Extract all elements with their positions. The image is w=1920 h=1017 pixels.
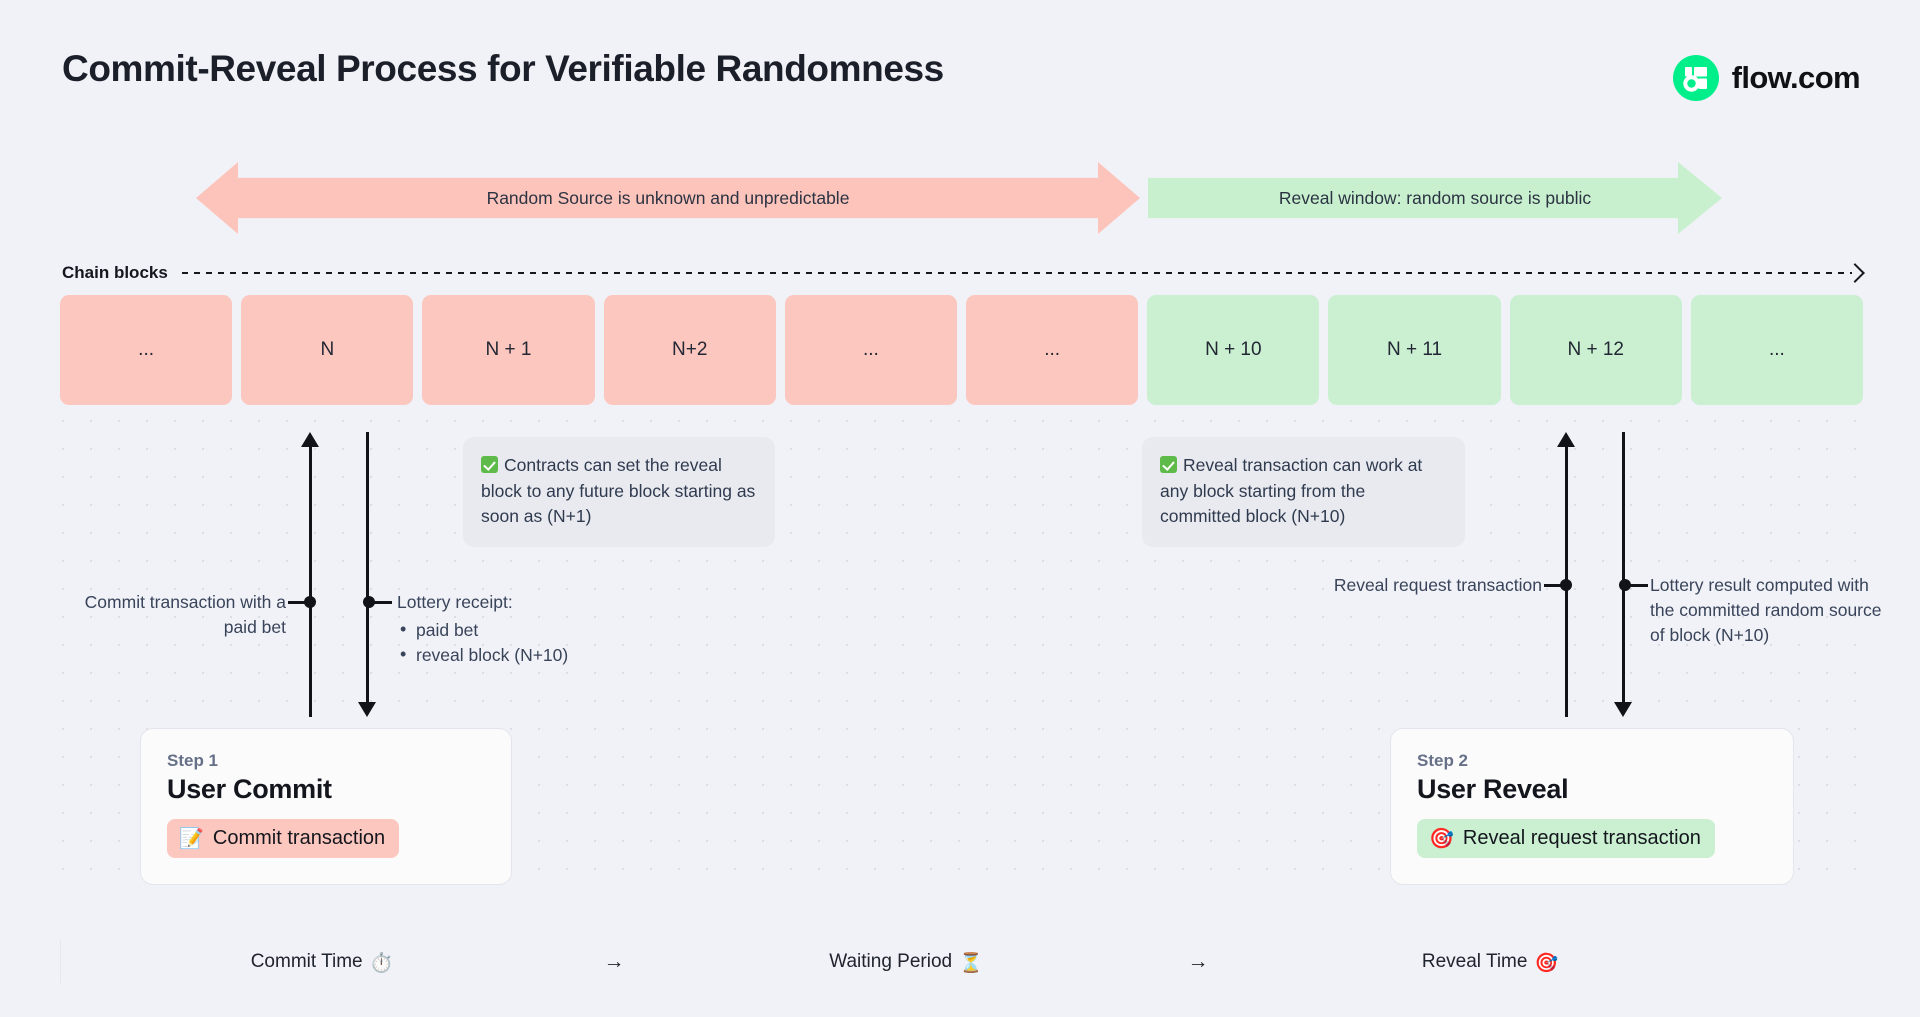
- result-arrow-line: [1622, 432, 1625, 702]
- block-4: ...: [784, 295, 958, 405]
- block-label: N+2: [672, 339, 708, 360]
- receipt-arrow-down-icon: [358, 702, 376, 717]
- timeline-band: Commit Time ⏱️ → Waiting Period ⏳ → Reve…: [60, 930, 1862, 994]
- block-label: N + 12: [1567, 339, 1624, 360]
- block-5: ...: [966, 295, 1139, 405]
- block-label: N: [320, 339, 335, 360]
- phase-arrows: Random Source is unknown and unpredictab…: [196, 162, 1722, 234]
- page-title: Commit-Reveal Process for Verifiable Ran…: [62, 48, 944, 89]
- block-label: ...: [862, 339, 879, 360]
- step-2-title: User Reveal: [1417, 774, 1569, 804]
- phase-unknown: Random Source is unknown and unpredictab…: [196, 162, 1140, 234]
- result-arrow-dot: [1619, 579, 1631, 591]
- block-label: ...: [1769, 339, 1785, 360]
- lottery-receipt-annotation: Lottery receipt: paid bet reveal block (…: [397, 590, 697, 668]
- block-0: ...: [60, 295, 233, 405]
- timeline-commit-label: Commit Time: [250, 951, 363, 972]
- block-6: N + 10: [1147, 295, 1320, 405]
- timeline-item-reveal: Reveal Time 🎯: [1228, 951, 1752, 974]
- step-1-label: Step 1: [167, 751, 219, 770]
- timeline-item-commit: Commit Time ⏱️: [60, 951, 584, 974]
- brand-name: flow.com: [1731, 60, 1861, 95]
- target-icon: 🎯: [1534, 951, 1559, 974]
- timeline-waiting-label: Waiting Period: [829, 951, 953, 972]
- block-label: N + 1: [485, 339, 532, 360]
- block-label: N + 11: [1386, 339, 1443, 360]
- flow-logo-icon: [1672, 55, 1719, 101]
- reveal-request-pill[interactable]: 🎯 Reveal request transaction: [1417, 819, 1715, 858]
- target-icon: 🎯: [1429, 826, 1454, 850]
- check-icon: [481, 456, 498, 473]
- phase-reveal: Reveal window: random source is public: [1148, 162, 1722, 234]
- step-1-title: User Commit: [167, 774, 332, 804]
- block-8: N + 12: [1509, 295, 1682, 405]
- list-item: reveal block (N+10): [397, 642, 697, 668]
- hourglass-icon: ⏳: [959, 951, 983, 974]
- block-1: N: [241, 295, 414, 405]
- commit-arrow-stub: [288, 601, 312, 604]
- chain-rail-line: [181, 272, 1852, 274]
- reveal-request-pill-label: Reveal request transaction: [1462, 826, 1701, 849]
- commit-callout-text: Contracts can set the reveal block to an…: [481, 455, 756, 527]
- commit-arrow-dot: [304, 596, 316, 608]
- result-arrow-stub: [1624, 584, 1648, 587]
- block-7: N + 11: [1328, 295, 1501, 405]
- chain-blocks-label: Chain blocks: [62, 263, 168, 282]
- check-icon: [1160, 456, 1177, 473]
- reveal-request-annotation: Reveal request transaction: [1333, 575, 1542, 595]
- stopwatch-icon: ⏱️: [369, 951, 394, 974]
- timeline-separator-1: →: [603, 950, 625, 973]
- result-arrow-down-icon: [1614, 702, 1632, 717]
- reveal-arrow-up-icon: [1557, 432, 1575, 447]
- memo-icon: 📝: [179, 826, 204, 850]
- commit-transaction-annotation: Commit transaction with a paid bet: [84, 592, 286, 637]
- commit-transaction-pill[interactable]: 📝 Commit transaction: [167, 819, 400, 858]
- block-3: N+2: [603, 295, 776, 405]
- step-2-label: Step 2: [1417, 751, 1469, 770]
- reveal-callout: Reveal transaction can work at any block…: [1142, 437, 1465, 548]
- phase-unknown-label: Random Source is unknown and unpredictab…: [486, 187, 850, 208]
- timeline-separator-2: →: [1187, 950, 1209, 973]
- receipt-arrow-line: [366, 432, 369, 702]
- reveal-callout-text: Reveal transaction can work at any block…: [1160, 455, 1423, 527]
- phase-reveal-label: Reveal window: random source is public: [1278, 187, 1592, 208]
- commit-arrow-up-icon: [301, 432, 319, 447]
- step-2-card[interactable]: Step 2 User Reveal 🎯 Reveal request tran…: [1390, 728, 1794, 885]
- chain-blocks-row: ... N N + 1 N+2 ... ... N + 10 N + 11 N …: [60, 295, 1864, 405]
- reveal-arrow-dot: [1560, 579, 1572, 591]
- block-label: N + 10: [1205, 339, 1262, 360]
- lottery-result-annotation: Lottery result computed with the committ…: [1650, 575, 1882, 645]
- timeline-reveal-label: Reveal Time: [1421, 951, 1528, 972]
- lottery-receipt-title: Lottery receipt:: [397, 592, 513, 612]
- receipt-arrow-stub: [368, 601, 392, 604]
- commit-callout: Contracts can set the reveal block to an…: [463, 437, 775, 548]
- step-1-card[interactable]: Step 1 User Commit 📝 Commit transaction: [140, 728, 512, 885]
- reveal-arrow-stub: [1544, 584, 1568, 587]
- block-label: ...: [1044, 339, 1061, 360]
- commit-transaction-pill-label: Commit transaction: [212, 826, 386, 849]
- chain-rail: Chain blocks: [62, 262, 1865, 284]
- lottery-receipt-list: paid bet reveal block (N+10): [397, 617, 697, 668]
- block-2: N + 1: [422, 295, 595, 405]
- chain-rail-arrow-icon: [1845, 263, 1865, 283]
- timeline-item-waiting: Waiting Period ⏳: [644, 951, 1168, 974]
- commit-arrow-line: [309, 447, 312, 717]
- timeline-items: Commit Time ⏱️ → Waiting Period ⏳ → Reve…: [60, 930, 1752, 994]
- block-label: ...: [138, 339, 155, 360]
- block-9: ...: [1690, 295, 1864, 405]
- list-item: paid bet: [397, 617, 697, 643]
- brand-logo: flow.com: [1672, 55, 1861, 101]
- receipt-arrow-dot: [363, 596, 375, 608]
